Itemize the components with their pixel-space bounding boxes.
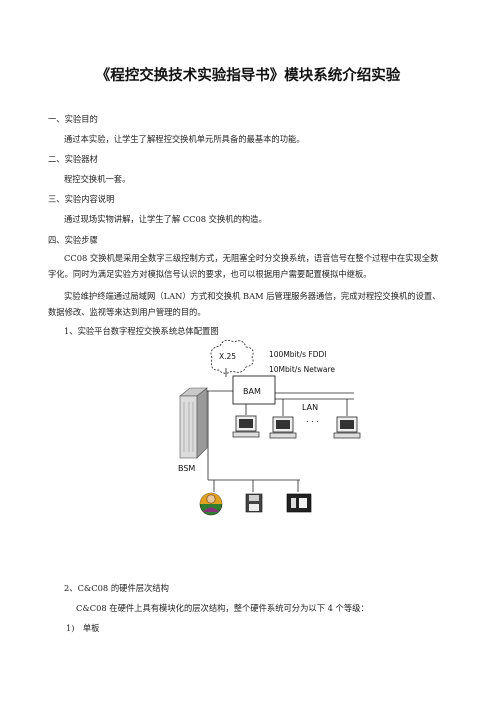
computer-icon xyxy=(232,415,260,438)
computer-icon xyxy=(333,416,361,439)
bsm-cabinet-icon xyxy=(179,387,208,459)
section-2-body: 程控交换机一套。 xyxy=(64,174,131,184)
step-2-body: C&C08 在硬件上具有模块化的层次结构，整个硬件系统可分为以下 4 个等级： xyxy=(76,603,369,613)
cloud-label: X.25 xyxy=(219,352,236,361)
x25-cloud-icon xyxy=(210,339,254,374)
page-title: 《程控交换技术实验指导书》模块系统介绍实验 xyxy=(95,68,401,84)
network-label-fddi: 100Mbit/s FDDI xyxy=(269,350,326,359)
bam-label: BAM xyxy=(243,387,261,396)
step-1-caption: 1、实验平台数字程控交换系统总体配置图 xyxy=(64,326,219,336)
bam-box xyxy=(232,375,276,405)
svg-text:. . .: . . . xyxy=(306,415,319,424)
step-2-caption: 2、C&C08 的硬件层次结构 xyxy=(64,583,169,593)
list-item-1: 1) 单板 xyxy=(66,623,100,633)
paragraph-2: 实验维护终端通过局域网（LAN）方式和交换机 BAM 后管理服务器通信，完成对程… xyxy=(48,291,441,317)
lan-label: LAN xyxy=(302,403,318,412)
user-globe-icon xyxy=(199,492,223,516)
section-1-body: 通过本实验，让学生了解程控交换机单元所具备的最基本的功能。 xyxy=(64,134,305,144)
network-label-netware: 10Mbit/s Netware xyxy=(269,365,335,374)
section-1-heading: 一、实验目的 xyxy=(48,114,98,124)
paragraph-1: CC08 交换机是采用全数字三级控制方式，无阻塞全时分交换系统，语音信号在整个过… xyxy=(48,253,439,279)
section-3-body: 通过现场实物讲解，让学生了解 CC08 交换机的构造。 xyxy=(64,214,267,224)
printer-icon xyxy=(286,493,312,513)
section-4-heading: 四、实验步骤 xyxy=(48,235,98,245)
floppy-disk-icon xyxy=(245,493,263,513)
computer-icon xyxy=(269,416,297,439)
section-3-heading: 三、实验内容说明 xyxy=(48,194,115,204)
section-2-heading: 二、实验器材 xyxy=(48,154,98,164)
bsm-label: BSM xyxy=(178,464,195,473)
